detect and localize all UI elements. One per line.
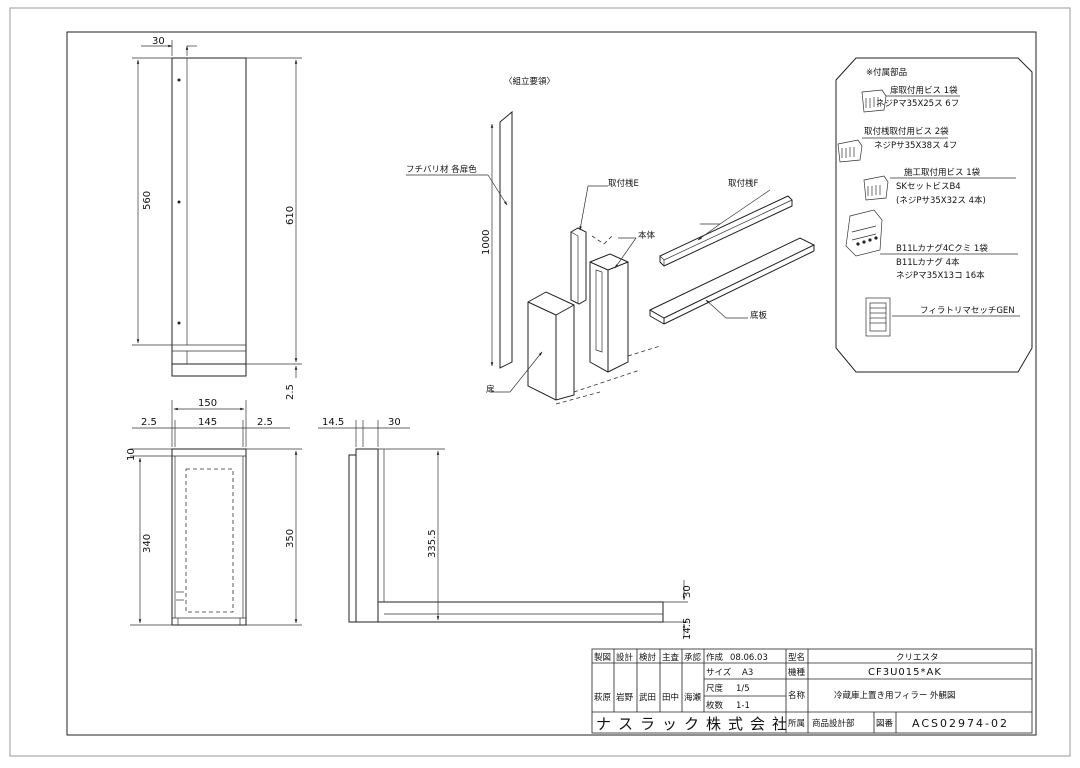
tb-company: ナスラック株式会社: [596, 715, 794, 733]
bracket-set-icon: [845, 209, 883, 257]
dim-top-width: 30: [152, 36, 165, 47]
dim-inner-width: 145: [198, 417, 217, 428]
front-view: 30 560 610 2.5: [132, 36, 302, 400]
label-body: 本体: [638, 230, 656, 241]
accessory-4-spec2: ネジPマ35X13コ 16本: [896, 270, 985, 281]
screw-bag-icon: [863, 175, 889, 201]
accessories-outline: [835, 57, 1033, 373]
accessory-3-spec2: (ネジPサ35X32ス 4本): [896, 195, 986, 206]
label-edge-trim: フチバリ材 各扉色: [406, 164, 477, 175]
label-door: 扉: [486, 384, 495, 395]
tb-drawing-no-label: 図番: [876, 718, 894, 729]
accessory-2-name: 取付桟取付用ビス 2袋: [864, 126, 949, 137]
assembly-heading: 〈組立要領〉: [504, 76, 555, 87]
filter-grille-icon: [865, 297, 891, 337]
tb-type-value: CF3U015*AK: [868, 667, 942, 678]
screw-bag-icon: [861, 89, 887, 113]
dim-side-height: 335.5: [427, 529, 438, 558]
dim-left-side: 2.5: [141, 417, 157, 428]
tb-created-date: 08.06.03: [730, 653, 768, 663]
tb-size-value: A3: [742, 668, 753, 678]
tb-name-approve: 海瀬: [684, 692, 702, 703]
accessory-1-name: 扉取付用ビス 1袋: [890, 85, 958, 96]
tb-name-draft: 萩原: [594, 692, 611, 703]
side-bottom-plate: [377, 601, 664, 623]
plan-view: 150 145 2.5 2.5 10 340 350: [126, 398, 302, 626]
accessory-5-name: フィラトリマセッチGEN: [920, 306, 1015, 316]
plan-hidden-outline: [185, 468, 234, 613]
label-bracket-e: 取付桟E: [608, 178, 639, 189]
front-base: [171, 363, 247, 377]
label-bracket-f: 取付桟F: [728, 178, 759, 189]
tb-model-value: クリエスタ: [896, 653, 939, 663]
dim-right-height: 350: [285, 529, 296, 548]
edge-trim-strip: [499, 110, 513, 369]
tb-header-draft: 製図: [594, 652, 611, 663]
accessory-2-spec: ネジPサ35X38ス 4フ: [874, 141, 957, 151]
front-panel-outline: [171, 57, 247, 365]
tb-drawing-no-value: ACS02974-02: [912, 717, 1009, 730]
accessory-3-name: 施工取付用ビス 1袋: [904, 167, 981, 178]
tb-name-review: 武田: [639, 692, 656, 703]
tb-dept-value: 商品設計部: [812, 718, 855, 729]
dim-plate-thickness: 30: [682, 585, 693, 598]
bottom-plate: [648, 237, 816, 319]
tb-sheets-label: 枚数: [706, 700, 724, 711]
label-bottom-plate: 底板: [750, 310, 768, 321]
tb-size-label: サイズ: [706, 667, 732, 678]
tb-type-label: 機種: [788, 667, 806, 678]
dim-bottom: 2.5: [285, 384, 296, 400]
dim-total-height: 610: [285, 206, 296, 225]
accessory-1-spec: ネジPマ35X25ス 6フ: [876, 99, 959, 109]
accessory-4-spec: B11Lカナグ 4本: [896, 257, 960, 268]
dim-overall-width: 150: [198, 398, 217, 409]
accessories-panel: ※付属部品 扉取付用ビス 1袋 ネジPマ35X25ス 6フ 取付桟取付用ビス 2…: [835, 57, 1033, 373]
side-view: 14.5 30 335.5 30 14.5: [318, 417, 693, 640]
tb-scale-label: 尺度: [706, 683, 724, 694]
bracket-e: [570, 227, 587, 305]
dim-side-left: 14.5: [322, 417, 344, 428]
tb-dept-label: 所属: [788, 718, 805, 729]
outer-border: [9, 7, 1071, 757]
tb-header-design: 設計: [616, 652, 634, 663]
dim-left-height: 340: [142, 534, 153, 553]
dim-plan-top: 10: [126, 448, 137, 461]
plan-outline: [171, 448, 247, 626]
tb-header-review: 検討: [639, 652, 657, 663]
tb-created-label: 作成: [706, 652, 724, 663]
tb-name-design: 岩野: [616, 692, 634, 703]
tb-header-chief: 主査: [662, 652, 680, 663]
dim-side-bottom: 14.5: [682, 618, 693, 640]
accessory-3-spec: SKセットビスB4: [896, 182, 961, 192]
accessories-heading: ※付属部品: [866, 67, 907, 78]
door-panel: [527, 291, 575, 401]
tb-name-value: 冷蔵庫上置き用フィラー 外観図: [834, 690, 956, 701]
label-length: 1000: [481, 230, 492, 255]
tb-model-label: 型名: [788, 652, 805, 663]
accessory-4-name: B11Lカナグ4Cクミ 1袋: [896, 243, 988, 254]
dim-right-side: 2.5: [257, 417, 273, 428]
assembly-view: 〈組立要領〉 フチバリ材 各扉色 1000 扉 取付桟E: [406, 76, 816, 405]
tb-header-approve: 承認: [684, 652, 702, 663]
title-block: 製図 設計 検討 主査 承認 萩原 岩野 武田 田中 海瀬 作成 08.06.0…: [591, 648, 1033, 734]
dim-side-width: 30: [388, 417, 401, 428]
inner-border: [66, 31, 1037, 736]
tb-name-label: 名称: [788, 690, 806, 701]
tb-sheets-value: 1-1: [736, 701, 750, 711]
tb-scale-value: 1/5: [736, 684, 750, 694]
bracket-f: [659, 195, 793, 267]
tb-name-chief: 田中: [662, 692, 679, 703]
screw-bag-icon: [837, 139, 863, 163]
dim-inner-height: 560: [142, 191, 153, 210]
body-frame: [589, 253, 629, 373]
